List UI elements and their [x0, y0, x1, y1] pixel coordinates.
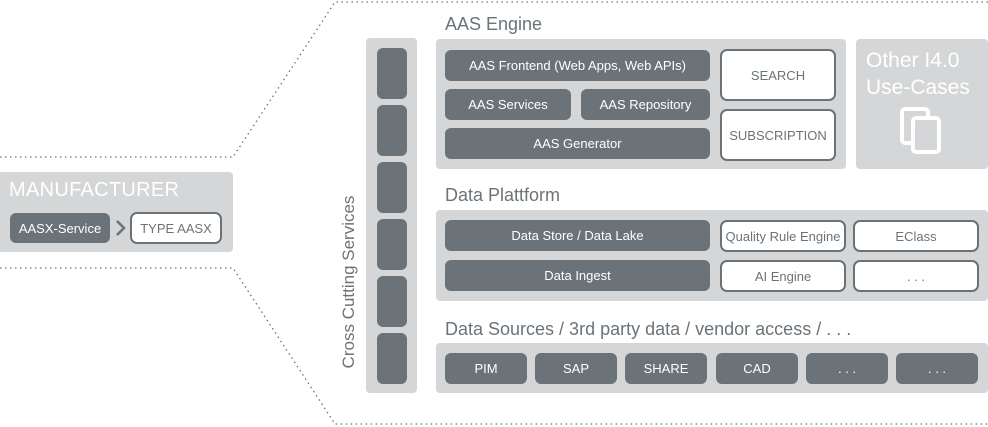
data-ingest-box[interactable]: Data Ingest [445, 260, 710, 291]
source-share[interactable]: SHARE [625, 353, 707, 384]
eclass-box[interactable]: EClass [853, 220, 979, 252]
quality-rule-engine-box[interactable]: Quality Rule Engine [720, 220, 846, 252]
source-pim[interactable]: PIM [445, 353, 527, 384]
manufacturer-title: MANUFACTURER [9, 179, 180, 201]
upper-connector-line [0, 1, 988, 158]
aas-services-box[interactable]: AAS Services [445, 89, 571, 120]
aas-frontend-box[interactable]: AAS Frontend (Web Apps, Web APIs) [445, 50, 710, 81]
source-more-2[interactable]: . . . [896, 353, 978, 384]
cross-cutting-slot[interactable] [377, 219, 407, 270]
other-use-cases-title-line1: Other I4.0 [866, 49, 960, 72]
source-more-1[interactable]: . . . [806, 353, 888, 384]
cross-cutting-slot[interactable] [377, 162, 407, 213]
data-store-box[interactable]: Data Store / Data Lake [445, 220, 710, 251]
chevron-right-icon [114, 218, 128, 238]
ai-engine-box[interactable]: AI Engine [720, 260, 846, 292]
aasx-service-button[interactable]: AASX-Service [10, 213, 110, 243]
cross-cutting-slot[interactable] [377, 276, 407, 327]
aas-generator-box[interactable]: AAS Generator [445, 128, 710, 159]
cross-cutting-slot[interactable] [377, 48, 407, 99]
lower-connector-line [0, 267, 988, 425]
other-use-cases-title-line2: Use-Cases [866, 76, 970, 99]
subscription-box[interactable]: SUBSCRIPTION [720, 109, 836, 161]
copy-icon [899, 106, 943, 156]
cross-cutting-slot[interactable] [377, 105, 407, 156]
type-aasx-box[interactable]: TYPE AASX [130, 212, 222, 244]
cross-cutting-label: Cross Cutting Services [339, 195, 358, 369]
source-sap[interactable]: SAP [535, 353, 617, 384]
aas-engine-title: AAS Engine [445, 14, 543, 34]
aas-repository-box[interactable]: AAS Repository [581, 89, 710, 120]
source-cad[interactable]: CAD [716, 353, 798, 384]
data-sources-title: Data Sources / 3rd party data / vendor a… [445, 319, 852, 339]
cross-cutting-slot[interactable] [377, 333, 407, 384]
search-box[interactable]: SEARCH [720, 49, 836, 101]
more-platform-box[interactable]: . . . [853, 260, 979, 292]
data-platform-title: Data Plattform [445, 185, 561, 205]
